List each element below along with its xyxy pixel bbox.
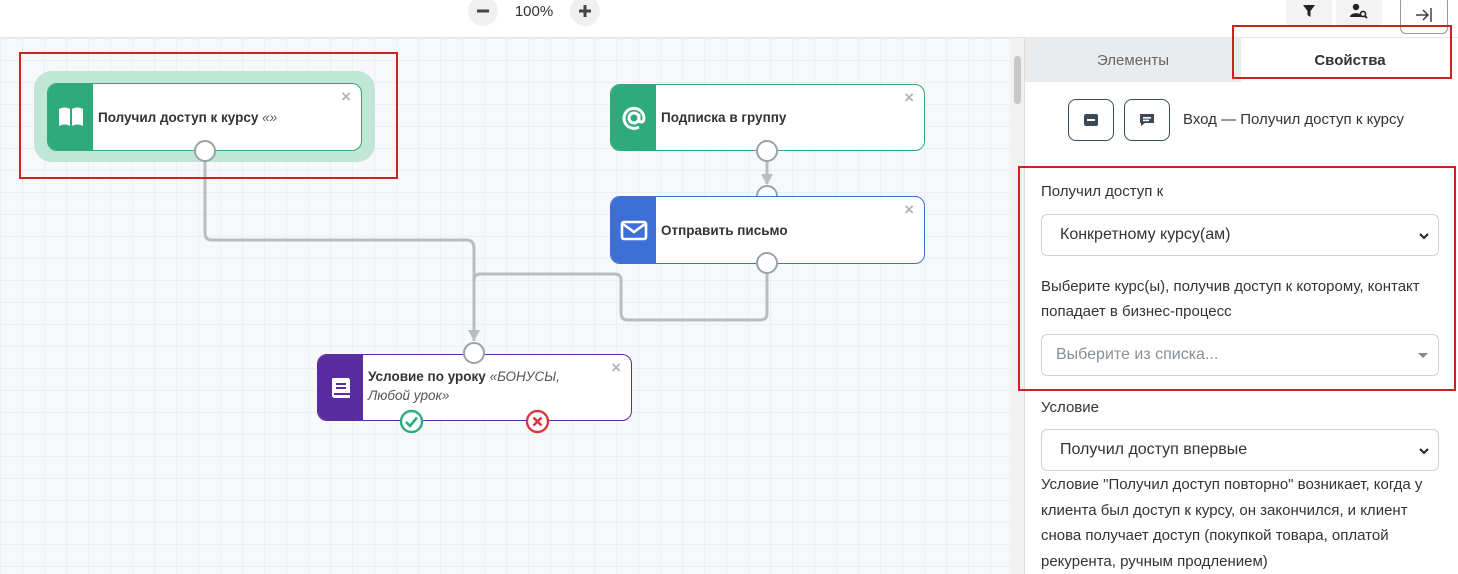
close-icon[interactable]: ×: [904, 200, 914, 219]
access-select-value: Конкретному курсу(ам): [1060, 226, 1231, 243]
caret-down-icon: [1418, 353, 1428, 358]
user-search-icon: [1350, 3, 1368, 19]
node-label: Условие по уроку «БОНУСЫ, Любой урок»: [363, 355, 631, 420]
properties-panel: Элементы Свойства Вход — Получил доступ …: [1024, 38, 1458, 574]
fail-output-icon[interactable]: [525, 409, 550, 434]
lesson-book-icon: [318, 355, 363, 420]
zoom-level: 100%: [514, 3, 554, 20]
top-toolbar: 100%: [0, 0, 1458, 38]
access-label: Получил доступ к: [1041, 183, 1164, 200]
entry-label: Вход — Получил доступ к курсу: [1183, 111, 1404, 128]
success-output-icon[interactable]: [399, 409, 424, 434]
collapse-right-icon: [1416, 8, 1432, 22]
output-port[interactable]: [756, 140, 778, 162]
highlight-properties-tab: [1232, 25, 1452, 79]
tab-properties[interactable]: Свойства: [1241, 38, 1458, 82]
course-select[interactable]: Выберите из списка...: [1041, 334, 1439, 376]
node-course-access[interactable]: Получил доступ к курсу «» ×: [47, 83, 362, 151]
filter-icon: [1303, 5, 1315, 17]
envelope-icon: [611, 197, 656, 263]
entry-type-button[interactable]: [1068, 99, 1114, 141]
collapse-panel-button[interactable]: [1400, 0, 1448, 34]
node-label: Подписка в группу: [661, 110, 787, 125]
condition-select-value: Получил доступ впервые: [1060, 441, 1248, 458]
canvas-scrollbar[interactable]: [1010, 38, 1024, 574]
highlight-access-settings: [1018, 166, 1456, 391]
output-port[interactable]: [756, 252, 778, 274]
condition-select[interactable]: Получил доступ впервые: [1041, 429, 1439, 471]
node-label: Получил доступ к курсу «»: [93, 84, 303, 150]
plus-icon: [579, 5, 591, 17]
condition-label: Условие: [1041, 399, 1099, 416]
output-port[interactable]: [194, 140, 216, 162]
course-select-placeholder: Выберите из списка...: [1056, 346, 1219, 363]
connection-lines: [203, 162, 773, 341]
node-subtitle: «БОНУСЫ, Любой урок»: [368, 369, 560, 403]
canvas-scroll-thumb[interactable]: [1014, 56, 1021, 104]
input-port[interactable]: [463, 342, 485, 364]
tab-elements[interactable]: Элементы: [1097, 51, 1169, 69]
filter-button[interactable]: [1286, 0, 1332, 26]
card-icon: [1084, 114, 1098, 126]
access-select[interactable]: Конкретному курсу(ам): [1041, 214, 1439, 256]
node-title: Условие по уроку: [368, 369, 486, 384]
zoom-in-button[interactable]: [570, 0, 600, 26]
course-label: Выберите курс(ы), получив доступ к котор…: [1041, 278, 1420, 320]
node-group-subscription[interactable]: Подписка в группу ×: [610, 84, 925, 151]
minus-icon: [477, 9, 489, 13]
comment-icon: [1140, 114, 1154, 126]
comment-type-button[interactable]: [1124, 99, 1170, 141]
at-sign-icon: [611, 85, 656, 150]
close-icon[interactable]: ×: [341, 87, 351, 106]
highlight-selected-node: [19, 52, 398, 179]
node-label: Отправить письмо: [661, 222, 788, 238]
close-icon[interactable]: ×: [904, 88, 914, 107]
condition-help-text: Условие "Получил доступ повторно" возник…: [1041, 476, 1423, 570]
zoom-out-button[interactable]: [468, 0, 498, 26]
panel-tabs: Элементы Свойства: [1025, 38, 1458, 82]
close-icon[interactable]: ×: [611, 358, 621, 377]
node-lesson-condition[interactable]: Условие по уроку «БОНУСЫ, Любой урок» ×: [317, 354, 632, 421]
chevron-down-icon: [1419, 233, 1429, 240]
user-search-button[interactable]: [1336, 0, 1382, 26]
book-open-icon: [48, 84, 93, 150]
chevron-down-icon: [1419, 448, 1429, 455]
node-subtitle: «»: [262, 109, 278, 125]
node-title: Получил доступ к курсу: [98, 109, 259, 125]
